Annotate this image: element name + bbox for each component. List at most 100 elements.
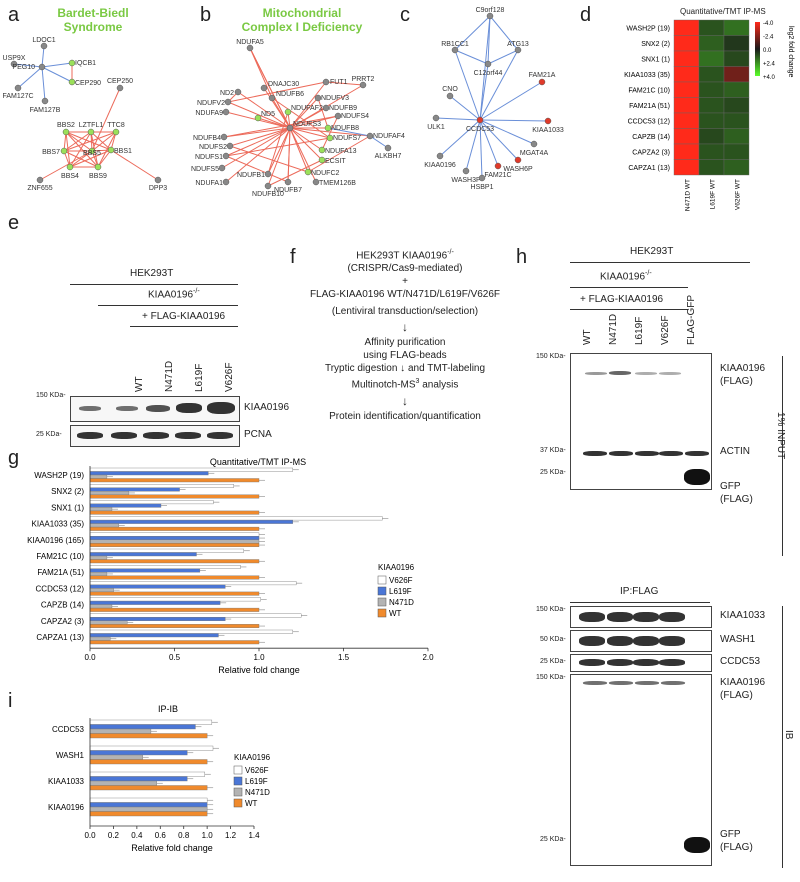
e-lane-label: N471D (164, 360, 175, 392)
e-band (176, 403, 202, 413)
h-cell-underline (570, 262, 750, 263)
g-bar (89, 539, 260, 544)
b-edge (289, 127, 371, 137)
i-legend-swatch (233, 765, 243, 775)
b-node (318, 156, 326, 164)
h-ip-blot-wash1 (570, 630, 712, 652)
g-title: Quantitative/TMT IP-MS (210, 457, 306, 467)
b-edge (225, 127, 291, 183)
heatmap-cell (723, 159, 750, 176)
h-ko-label: KIAA0196-/- (600, 270, 652, 282)
a-node (36, 176, 44, 184)
g-bar (89, 636, 111, 641)
heatmap-cell (698, 66, 725, 83)
heatmap-colorbar-tick: 0.0 (763, 48, 772, 54)
c-node-label: WASH6P (503, 166, 533, 173)
b-node (326, 134, 334, 142)
heatmap-colorbar-tick: -2.4 (763, 35, 774, 41)
b-edge (267, 111, 289, 175)
c-edge (454, 49, 489, 65)
h-band (684, 837, 710, 853)
c-node (478, 174, 486, 182)
b-node (222, 108, 230, 116)
g-bar (89, 564, 241, 569)
heatmap-cell (698, 143, 725, 160)
c-edge (454, 49, 481, 121)
c-edge (487, 49, 519, 65)
h-input-bracket (782, 356, 783, 556)
b-edge (223, 115, 339, 138)
c-node (436, 152, 444, 160)
g-bar (89, 523, 119, 528)
c-edge (465, 119, 481, 172)
h-band (633, 659, 659, 666)
g-bar (89, 575, 260, 580)
c-edge (449, 95, 481, 121)
i-x-tick-label: 1.2 (225, 831, 237, 840)
b-edge (369, 135, 389, 149)
h-ip-blot-kiaa0196 (570, 674, 712, 866)
b-node-label: NDUFB4 (193, 135, 221, 142)
c-node-label: HSBP1 (471, 184, 494, 191)
c-node (462, 167, 470, 175)
g-category-label: CAPZA2 (3) (41, 617, 84, 626)
g-bar (89, 548, 244, 553)
h-lane-label: N471D (608, 313, 619, 345)
b-node-label: NDUFB9 (329, 105, 357, 112)
b-node (359, 81, 367, 89)
h-input-label-actin: ACTIN (720, 446, 750, 457)
a-node-label: LDOC1 (32, 37, 55, 44)
heatmap-cell (673, 50, 700, 67)
b-edge (257, 117, 291, 129)
i-bar (89, 776, 188, 782)
h-ip-underline (570, 602, 710, 603)
b-node-label: ECSIT (325, 158, 346, 165)
i-category-label: KIAA1033 (48, 777, 85, 786)
a-node (60, 147, 68, 155)
h-band (659, 372, 681, 375)
c-edge (479, 119, 499, 167)
g-category-label: FAM21A (51) (37, 568, 84, 577)
i-x-tick-label: 0.6 (155, 831, 167, 840)
c-node (476, 116, 484, 124)
heatmap-cell (698, 81, 725, 98)
e-band (207, 402, 235, 414)
i-category-label: KIAA0196 (48, 803, 85, 812)
e-ko-underline (98, 305, 238, 306)
h-ip-marker-150b: 150 KDa- (536, 674, 566, 681)
h-input-side-label: 1% INPUT (775, 412, 786, 460)
e-band (79, 406, 101, 411)
c-node (446, 92, 454, 100)
c-edge (479, 119, 549, 122)
a-edge (41, 45, 45, 68)
e-ko-text: KIAA0196 (148, 289, 194, 301)
b-node-label: FUT1 (330, 79, 348, 86)
b-node (218, 164, 226, 172)
c-edge (479, 15, 491, 121)
h-band (633, 612, 659, 622)
a-node-label: ZNF655 (27, 185, 52, 192)
i-category-label: WASH1 (56, 751, 85, 760)
c-node (494, 162, 502, 170)
f-step-7b: and TMT-labeling (407, 363, 486, 375)
b-node (284, 108, 292, 116)
c-node (530, 140, 538, 148)
b-node-label: NDUFB8 (331, 125, 359, 132)
c-node (451, 46, 459, 54)
heatmap-cell (698, 112, 725, 129)
g-category-label: CCDC53 (12) (36, 584, 85, 593)
g-bar (89, 494, 260, 499)
b-node-label: NDUFB7 (274, 187, 302, 194)
a-node (107, 146, 115, 154)
b-node (220, 133, 228, 141)
heatmap-row-label: CCDC53 (12) (628, 119, 670, 126)
b-node-label: TMEM126B (319, 180, 356, 187)
f-step-1-sup: -/- (447, 249, 454, 256)
f-step-7: Tryptic digestion ↓ and TMT-labeling (324, 363, 486, 375)
g-x-tick-label: 2.0 (422, 653, 434, 662)
e-band (143, 432, 169, 439)
b-node (264, 182, 272, 190)
g-category-label: SNX1 (1) (51, 503, 84, 512)
heatmap-colorbar-tick: +4.0 (763, 75, 776, 81)
h-band (635, 681, 659, 685)
